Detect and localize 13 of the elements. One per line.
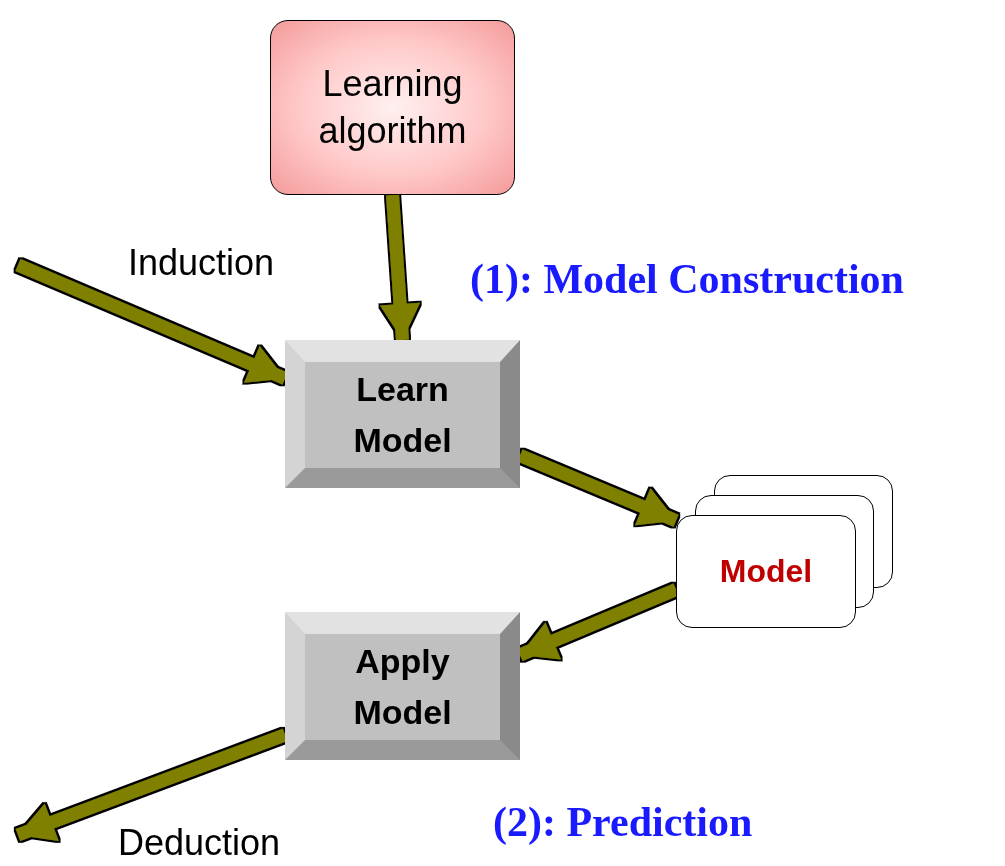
process-box bbox=[285, 612, 520, 760]
process-box bbox=[285, 340, 520, 488]
algorithm-box bbox=[270, 20, 515, 195]
model-card bbox=[676, 515, 856, 628]
edge-label: Induction bbox=[128, 242, 275, 284]
phase-heading: (1): Model Construction bbox=[470, 255, 904, 303]
node-label: Learning algorithm bbox=[317, 61, 468, 153]
node-label: Apply Model bbox=[352, 641, 453, 733]
phase-heading: (2): Prediction bbox=[493, 798, 753, 846]
node-label: Learn Model bbox=[352, 369, 453, 461]
arrow bbox=[380, 194, 420, 341]
node-label: Model bbox=[719, 553, 813, 590]
edge-label: Deduction bbox=[118, 822, 281, 864]
